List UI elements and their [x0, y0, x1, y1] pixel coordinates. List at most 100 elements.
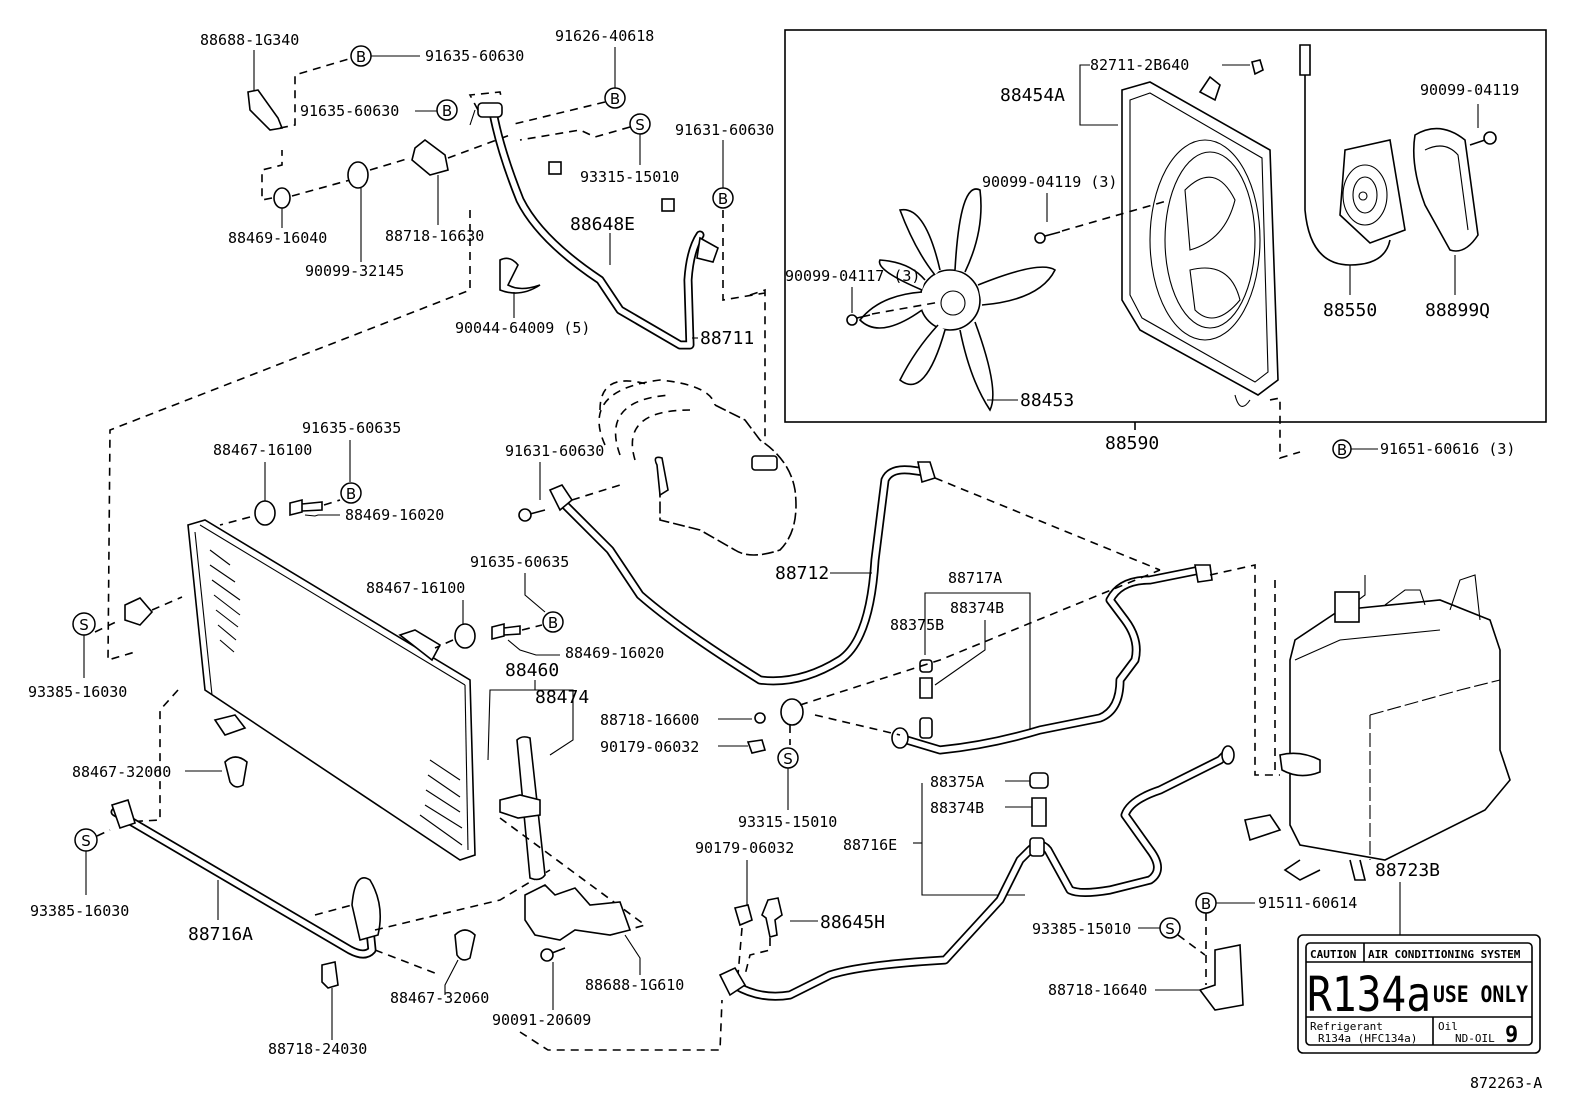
label-91635-60635-b[interactable]: 91635-60635 [470, 553, 569, 571]
label-91631-60630-a[interactable]: 91631-60630 [675, 121, 774, 139]
refrigerant-type: R134a (HFC134a) [1318, 1032, 1417, 1045]
label-88467-32060-b[interactable]: 88467-32060 [390, 989, 489, 1007]
label-90091-20609[interactable]: 90091-20609 [492, 1011, 591, 1029]
cushion-part [454, 623, 476, 649]
label-88374b-a[interactable]: 88374B [950, 599, 1004, 617]
screw-symbol: S [777, 747, 799, 769]
fan-assembly-group: 88590 88454A 82711-2B640 [784, 29, 1547, 460]
svg-text:S: S [783, 750, 793, 768]
label-91651-60616-3[interactable]: 91651-60616 (3) [1380, 440, 1515, 458]
bolt-symbol: B [340, 482, 362, 504]
label-93385-16030-b[interactable]: 93385-16030 [30, 902, 129, 920]
collar-part [273, 187, 291, 209]
svg-text:B: B [718, 190, 728, 208]
label-90044-64009-5[interactable]: 90044-64009 (5) [455, 319, 590, 337]
label-88469-16040[interactable]: 88469-16040 [228, 229, 327, 247]
label-93385-16030-a[interactable]: 93385-16030 [28, 683, 127, 701]
bolt-symbol: B [712, 187, 734, 209]
label-88375a[interactable]: 88375A [930, 773, 984, 791]
label-90179-06032-a[interactable]: 90179-06032 [600, 738, 699, 756]
label-88469-16020-b[interactable]: 88469-16020 [565, 644, 664, 662]
oil-number: 9 [1505, 1023, 1518, 1048]
label-90179-06032-b[interactable]: 90179-06032 [695, 839, 794, 857]
label-93385-15010[interactable]: 93385-15010 [1032, 920, 1131, 938]
label-88469-16020-a[interactable]: 88469-16020 [345, 506, 444, 524]
valve-core-part [919, 677, 933, 699]
oil-type: ND-OIL [1455, 1032, 1495, 1045]
label-88648e[interactable]: 88648E [570, 214, 635, 235]
label-88716e[interactable]: 88716E [843, 836, 897, 854]
label-88716a[interactable]: 88716A [188, 924, 253, 945]
label-82711-2b640[interactable]: 82711-2B640 [1090, 56, 1189, 74]
label-88711[interactable]: 88711 [700, 328, 754, 349]
label-88375b[interactable]: 88375B [890, 616, 944, 634]
label-91631-60630-b[interactable]: 91631-60630 [505, 442, 604, 460]
screw-icon [846, 314, 858, 326]
screw-icon [1034, 232, 1046, 244]
label-91635-60635-a[interactable]: 91635-60635 [302, 419, 401, 437]
label-90099-04119-3[interactable]: 90099-04119 (3) [982, 173, 1117, 191]
label-88467-16100-a[interactable]: 88467-16100 [213, 441, 312, 459]
cushion-part [347, 161, 369, 189]
cushion-part [254, 500, 276, 526]
label-88688-1g610[interactable]: 88688-1G610 [585, 976, 684, 994]
label-88723b[interactable]: 88723B [1375, 860, 1440, 881]
label-88474[interactable]: 88474 [535, 687, 589, 708]
label-88460[interactable]: 88460 [505, 660, 559, 681]
label-88717a[interactable]: 88717A [948, 569, 1002, 587]
label-88454a[interactable]: 88454A [1000, 85, 1065, 106]
label-91511-60614[interactable]: 91511-60614 [1258, 894, 1357, 912]
screw-symbol: S [629, 113, 651, 135]
right-group: 88723B B 91511-60614 93385-15010 S 88718… [1032, 574, 1542, 1092]
label-91626-40618[interactable]: 91626-40618 [555, 27, 654, 45]
screw-symbol: S [72, 612, 96, 636]
svg-text:B: B [356, 48, 366, 66]
screw-symbol: S [1159, 917, 1181, 939]
label-90099-32145[interactable]: 90099-32145 [305, 262, 404, 280]
figure-id: 872263-A [1470, 1074, 1542, 1092]
receiver-drier [499, 736, 546, 881]
use-only-text: USE ONLY [1433, 983, 1529, 1008]
label-88718-24030[interactable]: 88718-24030 [268, 1040, 367, 1058]
clamp-part [411, 138, 449, 176]
nut-icon [746, 739, 767, 754]
label-88590[interactable]: 88590 [1105, 433, 1159, 454]
label-91635-60630-b[interactable]: 91635-60630 [300, 102, 399, 120]
svg-text:S: S [81, 832, 91, 850]
top-left-group: 88688-1G340 B 91635-60630 91635-60630 B … [107, 27, 774, 662]
clamp-part [321, 961, 339, 989]
label-88718-16630[interactable]: 88718-16630 [385, 227, 484, 245]
label-88718-16600[interactable]: 88718-16600 [600, 711, 699, 729]
pressure-switch [761, 897, 783, 939]
fan-shroud [1121, 81, 1279, 407]
label-88467-16100-b[interactable]: 88467-16100 [366, 579, 465, 597]
label-88645h[interactable]: 88645H [820, 912, 885, 933]
screw-icon [1483, 131, 1497, 145]
label-88899q[interactable]: 88899Q [1425, 300, 1490, 321]
bolt-symbol: B [604, 87, 626, 109]
label-91635-60630-a[interactable]: 91635-60630 [425, 47, 524, 65]
clip-part [1251, 59, 1264, 76]
clamp-part [1198, 944, 1244, 1011]
caution-text: CAUTION [1310, 948, 1356, 961]
label-88718-16640[interactable]: 88718-16640 [1048, 981, 1147, 999]
label-93315-15010-a[interactable]: 93315-15010 [580, 168, 679, 186]
ac-system-text: AIR CONDITIONING SYSTEM [1368, 948, 1521, 961]
label-88374b-b[interactable]: 88374B [930, 799, 984, 817]
bracket-part [247, 89, 284, 131]
label-90099-04119[interactable]: 90099-04119 [1420, 81, 1519, 99]
cushion-part [224, 756, 248, 788]
svg-text:B: B [346, 485, 356, 503]
label-88712[interactable]: 88712 [775, 563, 829, 584]
label-93315-15010-b[interactable]: 93315-15010 [738, 813, 837, 831]
label-90099-04117-3[interactable]: 90099-04117 (3) [785, 267, 920, 285]
bolt-icon [518, 508, 532, 522]
svg-text:B: B [1337, 441, 1347, 459]
condenser [187, 519, 476, 861]
label-88467-32060-a[interactable]: 88467-32060 [72, 763, 171, 781]
label-88453[interactable]: 88453 [1020, 390, 1074, 411]
label-88550[interactable]: 88550 [1323, 300, 1377, 321]
bolt-symbol: B [1195, 892, 1217, 914]
label-88688-1g340[interactable]: 88688-1G340 [200, 31, 299, 49]
